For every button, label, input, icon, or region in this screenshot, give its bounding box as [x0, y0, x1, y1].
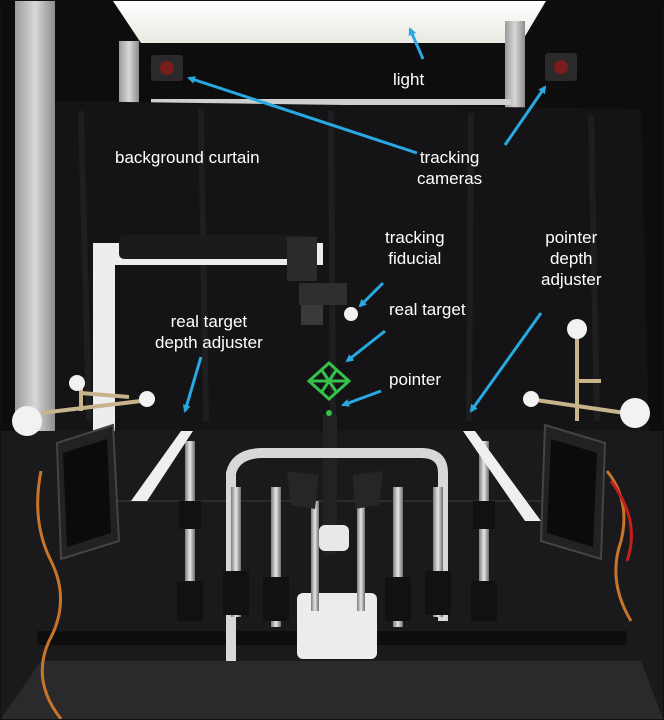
tracking-fiducial	[299, 283, 358, 325]
left-mirror	[287, 471, 319, 509]
arrow-camera-right	[503, 85, 547, 146]
head-rest-frame	[226, 448, 448, 661]
right-top-rail	[505, 21, 525, 111]
label-light: light	[393, 70, 425, 89]
right-display	[539, 423, 607, 561]
arrow-pointer-depth-adjuster	[469, 312, 543, 413]
arrow-real-target-depth-adjuster	[182, 356, 203, 413]
right-mirror	[353, 471, 383, 509]
annotation-arrows	[182, 27, 547, 413]
left-marker-tree	[12, 375, 155, 436]
label-real-target: real target	[389, 300, 466, 319]
label-background-curtain: background curtain	[115, 148, 260, 167]
label-pointer: pointer	[389, 370, 441, 389]
optical-table	[1, 431, 663, 719]
tracking-camera-right	[545, 53, 577, 81]
label-tracking-fiducial: tracking fiducial	[385, 228, 445, 268]
label-pointer-depth-adjuster: pointer depth adjuster	[541, 228, 602, 289]
light-panel	[113, 1, 546, 43]
left-top-rail	[119, 41, 139, 103]
curtain-rod	[151, 99, 511, 105]
optical-posts	[185, 441, 489, 627]
arrow-pointer	[341, 389, 382, 407]
arm-wrap	[119, 235, 315, 259]
arrow-camera-left	[187, 76, 418, 155]
label-tracking-cameras: tracking cameras	[417, 148, 483, 188]
arrow-light	[408, 27, 425, 60]
tracking-camera-left	[151, 55, 183, 81]
arrow-real-target	[345, 329, 386, 363]
post-holders	[177, 501, 497, 621]
real-target	[306, 360, 352, 402]
right-marker-tree	[523, 319, 650, 428]
real-target-depth-adjuster	[131, 431, 193, 501]
pointer-depth-adjuster	[463, 431, 541, 521]
left-display	[55, 423, 121, 561]
label-real-target-depth-adjuster: real target depth adjuster	[155, 312, 263, 352]
arrow-tracking-fiducial	[358, 281, 385, 308]
